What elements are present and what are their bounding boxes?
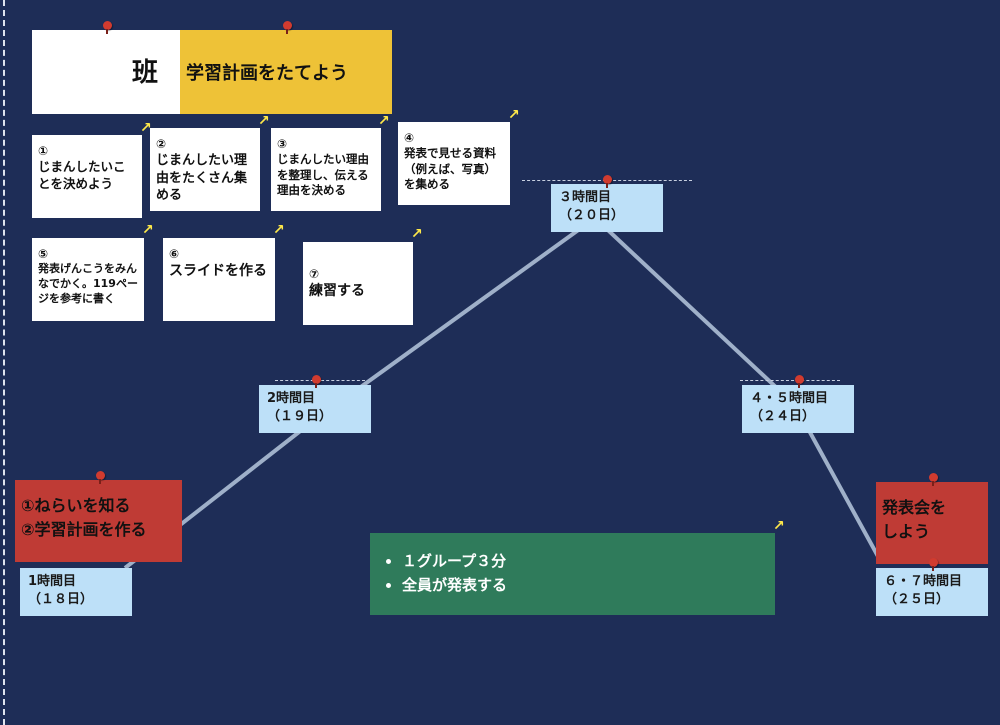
step-date: （２０日） bbox=[559, 207, 625, 223]
pushpin-icon bbox=[795, 375, 804, 388]
rule-item: １グループ３分 bbox=[402, 549, 763, 573]
task-card-5[interactable]: ⑤ 発表げんこうをみんなでかく。119ページを参考に書く bbox=[32, 238, 144, 321]
presentation-rules-card[interactable]: １グループ３分 全員が発表する bbox=[370, 533, 775, 615]
task-number: ① bbox=[38, 144, 49, 158]
group-label: 班 bbox=[131, 58, 158, 88]
rules-list: １グループ３分 全員が発表する bbox=[382, 549, 763, 597]
pushpin-icon bbox=[929, 558, 938, 571]
arrow-icon: ↗ bbox=[508, 107, 520, 123]
task-card-6[interactable]: ⑥ スライドを作る bbox=[163, 238, 275, 321]
step-date: （２５日） bbox=[884, 591, 950, 607]
task-text: じまんしたいことを決めよう bbox=[38, 159, 126, 192]
pushpin-icon bbox=[312, 375, 321, 388]
page-title: 学習計画をたてよう bbox=[186, 63, 348, 84]
task-text: 発表げんこうをみんなでかく。119ページを参考に書く bbox=[38, 262, 138, 305]
end-line-2: しよう bbox=[882, 522, 931, 541]
task-card-3[interactable]: ③ じまんしたい理由を整理し、伝える理由を決める bbox=[271, 128, 381, 211]
pushpin-icon bbox=[283, 21, 292, 34]
step-period: 2時間目 bbox=[267, 391, 316, 406]
step-period: ４・５時間目 bbox=[750, 391, 829, 406]
page-title-card[interactable]: 学習計画をたてよう bbox=[180, 30, 392, 114]
step-marker-line bbox=[740, 380, 840, 381]
task-text: じまんしたい理由をたくさん集める bbox=[156, 153, 248, 204]
arrow-icon: ↗ bbox=[140, 120, 152, 136]
arrow-icon: ↗ bbox=[258, 113, 270, 129]
task-number: ⑤ bbox=[38, 247, 49, 261]
task-number: ③ bbox=[277, 137, 288, 151]
end-line-1: 発表会を bbox=[882, 498, 947, 517]
step-period: ６・７時間目 bbox=[884, 574, 963, 589]
step-box-4[interactable]: ４・５時間目 （２４日） bbox=[742, 385, 854, 433]
task-card-7[interactable]: ⑦ 練習する bbox=[303, 242, 413, 325]
step-date: （１８日） bbox=[28, 591, 94, 607]
start-line-2: ②学習計画を作る bbox=[21, 520, 147, 539]
arrow-icon: ↗ bbox=[773, 518, 785, 534]
pushpin-icon bbox=[96, 471, 105, 484]
pushpin-icon bbox=[103, 21, 112, 34]
step-period: 1時間目 bbox=[28, 574, 77, 589]
task-number: ⑦ bbox=[309, 267, 320, 281]
arrow-icon: ↗ bbox=[142, 222, 154, 238]
task-text: じまんしたい理由を整理し、伝える理由を決める bbox=[277, 152, 369, 198]
task-text: 練習する bbox=[309, 283, 365, 300]
task-card-2[interactable]: ② じまんしたい理由をたくさん集める bbox=[150, 128, 260, 211]
pushpin-icon bbox=[929, 473, 938, 486]
task-number: ⑥ bbox=[169, 247, 180, 261]
step-period: ３時間目 bbox=[559, 190, 612, 205]
start-goal-card[interactable]: ①ねらいを知る ②学習計画を作る bbox=[15, 480, 182, 562]
step-date: （１９日） bbox=[267, 408, 333, 424]
arrow-icon: ↗ bbox=[411, 226, 423, 242]
task-number: ④ bbox=[404, 131, 415, 145]
task-text: 発表で見せる資料（例えば、写真）を集める bbox=[404, 146, 496, 192]
task-card-1[interactable]: ① じまんしたいことを決めよう bbox=[32, 135, 142, 218]
task-text: スライドを作る bbox=[169, 263, 267, 280]
presentation-card[interactable]: 発表会を しよう bbox=[876, 482, 988, 564]
start-line-1: ①ねらいを知る bbox=[21, 496, 131, 515]
step-date: （２４日） bbox=[750, 408, 816, 424]
group-name-card[interactable]: 班 bbox=[32, 30, 180, 114]
task-number: ② bbox=[156, 137, 167, 151]
step-box-2[interactable]: 2時間目 （１９日） bbox=[259, 385, 371, 433]
left-dashed-border bbox=[3, 0, 5, 725]
step-box-3[interactable]: ３時間目 （２０日） bbox=[551, 184, 663, 232]
rule-item: 全員が発表する bbox=[402, 573, 763, 597]
arrow-icon: ↗ bbox=[273, 222, 285, 238]
task-card-4[interactable]: ④ 発表で見せる資料（例えば、写真）を集める bbox=[398, 122, 510, 205]
arrow-icon: ↗ bbox=[378, 113, 390, 129]
pushpin-icon bbox=[603, 175, 612, 188]
step-box-1[interactable]: 1時間目 （１８日） bbox=[20, 568, 132, 616]
step-box-5[interactable]: ６・７時間目 （２５日） bbox=[876, 568, 988, 616]
